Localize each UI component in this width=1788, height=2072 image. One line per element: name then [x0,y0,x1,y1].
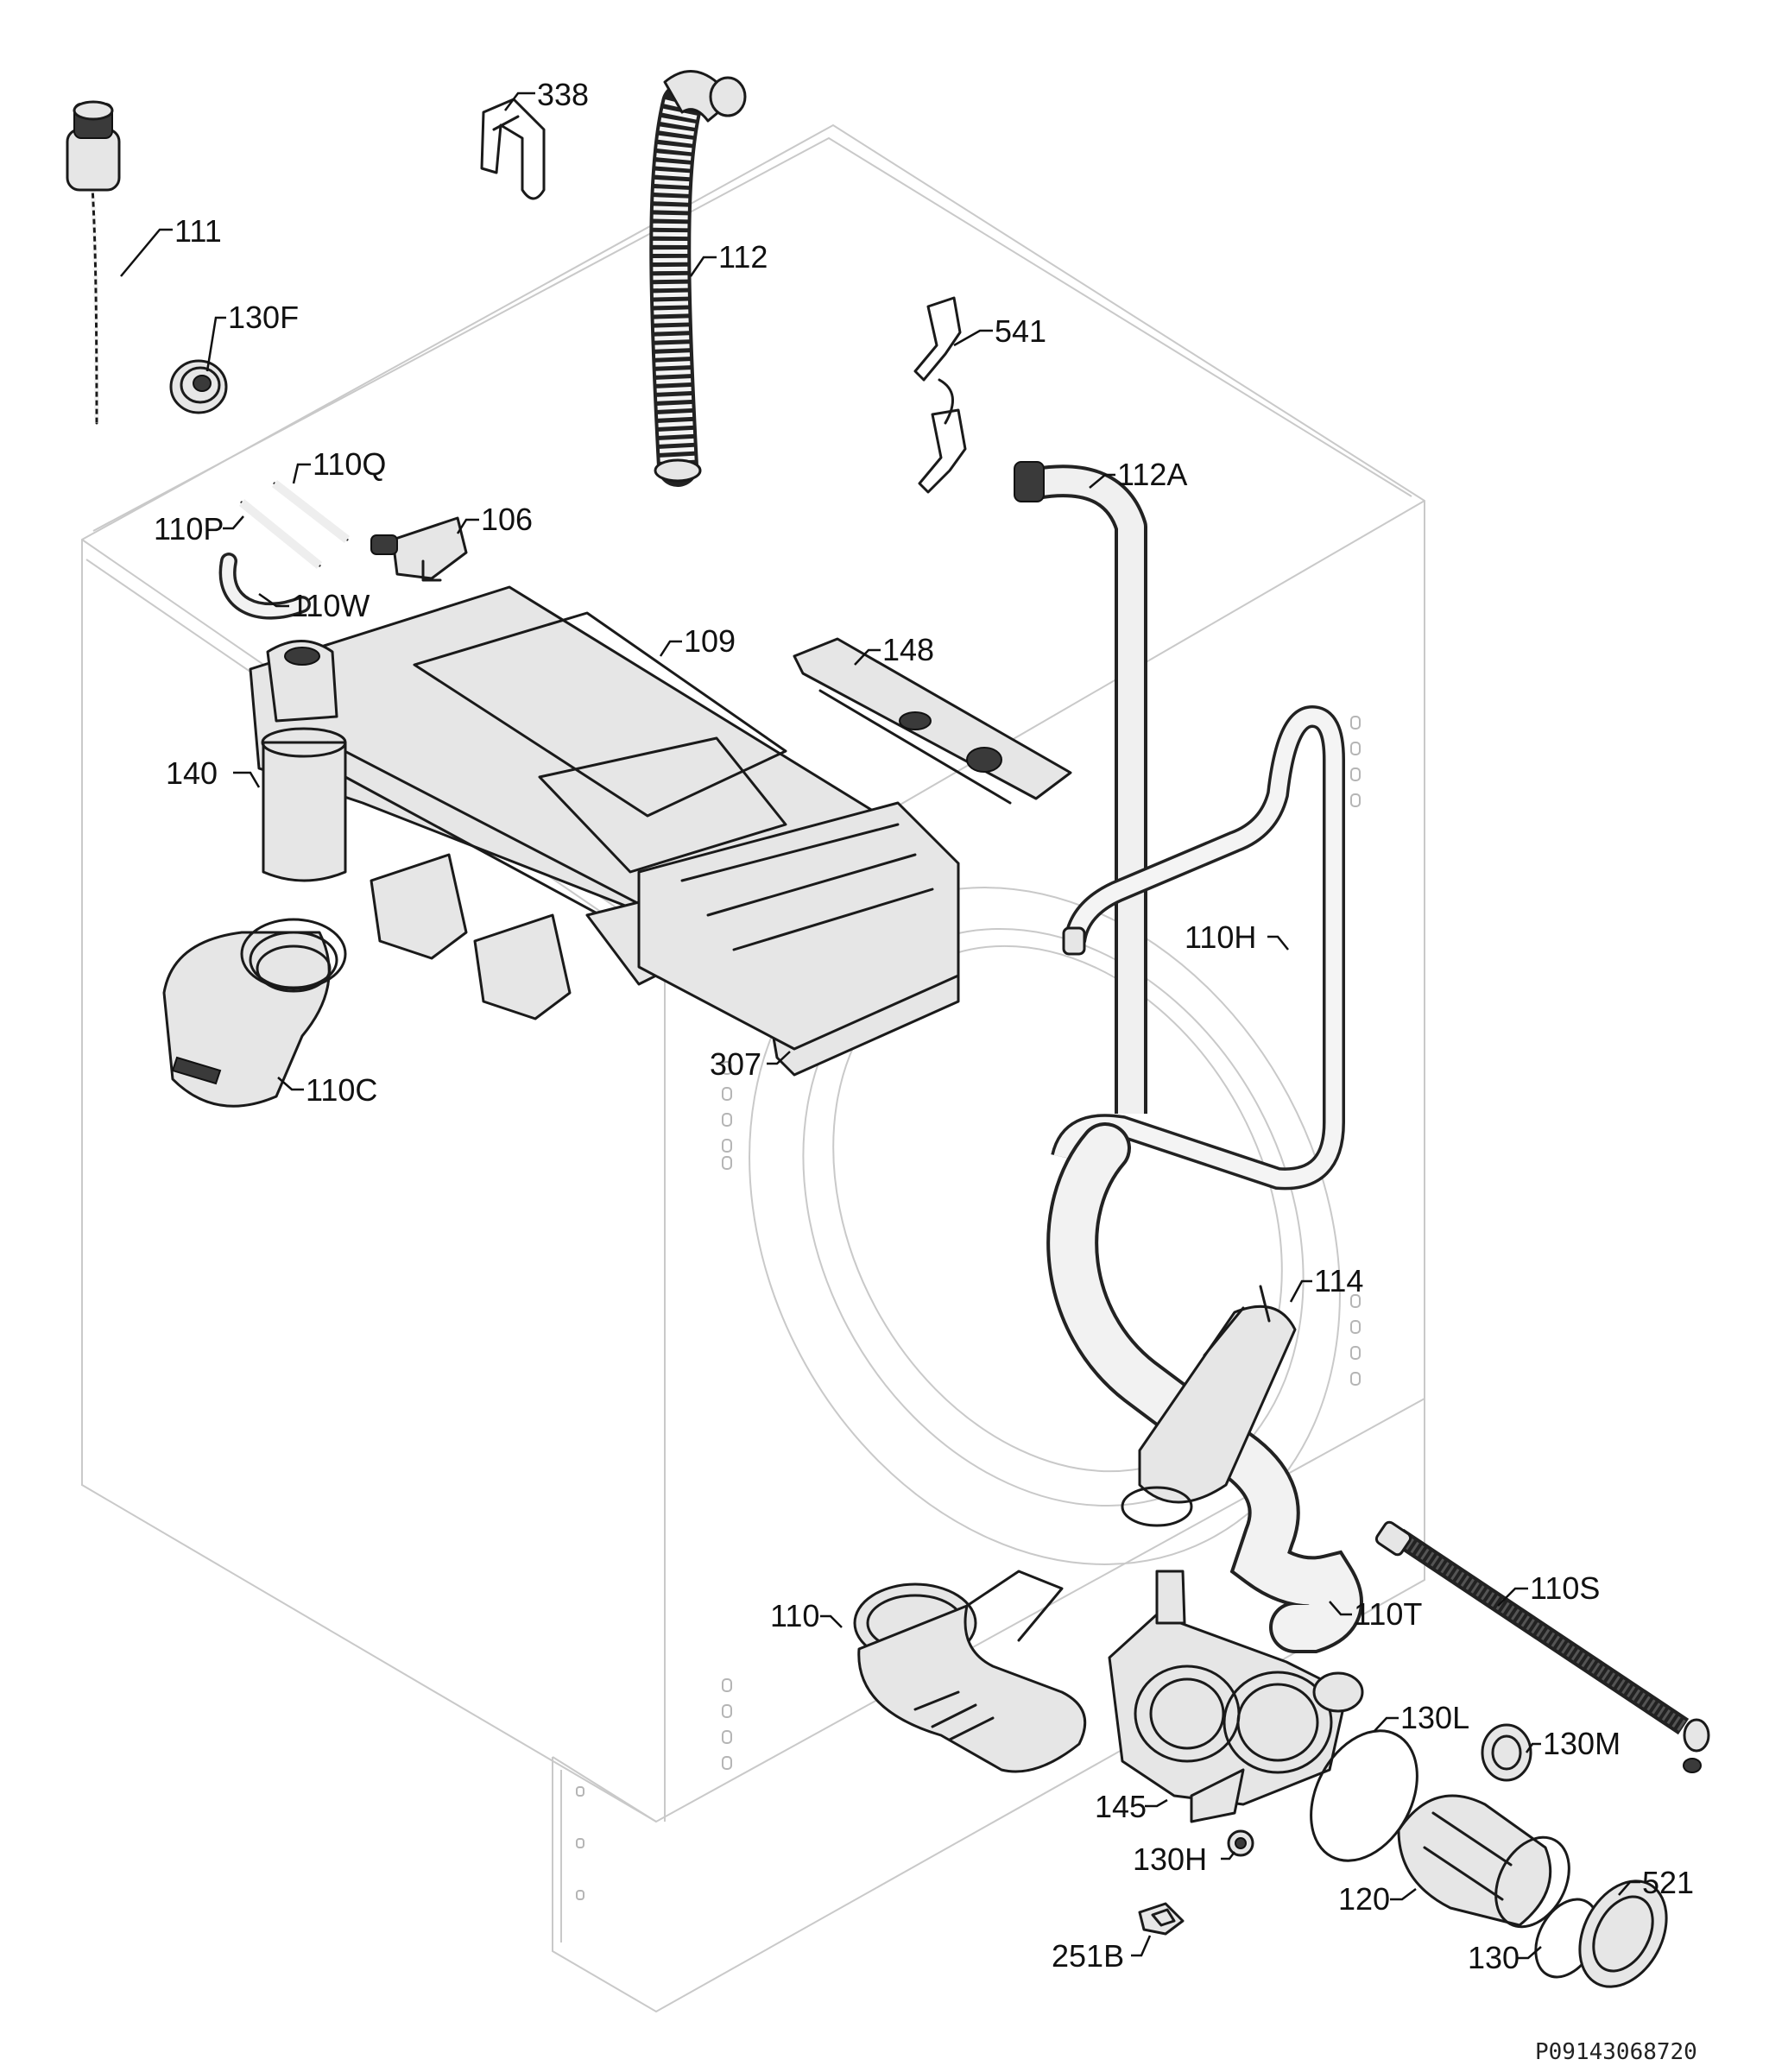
sump-bellows-110 [853,1570,1087,1773]
label-112: 112 [718,239,768,275]
label-120: 120 [1338,1881,1390,1917]
label-130H: 130H [1133,1841,1207,1877]
clamp-251B [1138,1902,1185,1936]
water-valve-106 [370,516,468,582]
seal-130L [1310,1729,1418,1862]
bracket-541 [913,296,967,494]
part-labels: 111 338 112 130F 541 110Q 110P 106 112A … [154,77,1694,1975]
label-541: 541 [995,313,1046,349]
label-106: 106 [481,502,533,537]
label-130M: 130M [1543,1726,1621,1761]
label-110: 110 [770,1598,819,1633]
hose-110H [1051,704,1345,1191]
leader-lines [120,92,1640,1960]
filter-120 [1397,1794,1570,1929]
label-110W: 110W [291,588,370,623]
label-110S: 110S [1530,1570,1600,1606]
label-251B: 251B [1052,1938,1124,1974]
cover-148 [793,637,1072,805]
label-521: 521 [1642,1865,1694,1900]
cylinder-140 [261,640,347,882]
label-110H: 110H [1185,919,1256,955]
label-110Q: 110Q [313,446,386,482]
label-111: 111 [174,213,222,249]
tubes-110Q-110P [238,480,351,569]
label-112A: 112A [1117,457,1187,492]
label-140: 140 [166,755,218,791]
inlet-hose-111 [66,100,121,425]
bellows-110C [162,918,347,1108]
cabinet-screw-holes [576,716,1361,1900]
label-130: 130 [1468,1940,1519,1975]
label-307: 307 [710,1046,761,1082]
label-109: 109 [684,623,736,659]
label-110P: 110P [154,511,224,546]
pump-145 [1108,1570,1364,1823]
label-130L: 130L [1400,1700,1469,1735]
hose-110S [1374,1520,1710,1773]
label-148: 148 [882,632,934,667]
hose-clip-338 [480,98,546,200]
hose-110W [218,553,311,620]
sump-hose-110T [1046,1122,1363,1653]
drawing-code: P09143068720 [1535,2039,1697,2065]
label-110T: 110T [1354,1596,1422,1632]
label-145: 145 [1095,1789,1147,1824]
drain-hose-112 [649,70,747,487]
label-338: 338 [537,77,589,112]
drawer-307 [637,801,960,1051]
hose-112A [1014,461,1147,1114]
cap-130F [169,359,228,414]
pressure-chamber-114 [1121,1285,1297,1527]
plug-130H [1227,1829,1254,1857]
filter-cap-521 [1578,1879,1668,1988]
label-114: 114 [1314,1263,1363,1298]
ring-130M [1481,1723,1532,1782]
label-130F: 130F [228,300,299,335]
label-110C: 110C [306,1072,377,1108]
